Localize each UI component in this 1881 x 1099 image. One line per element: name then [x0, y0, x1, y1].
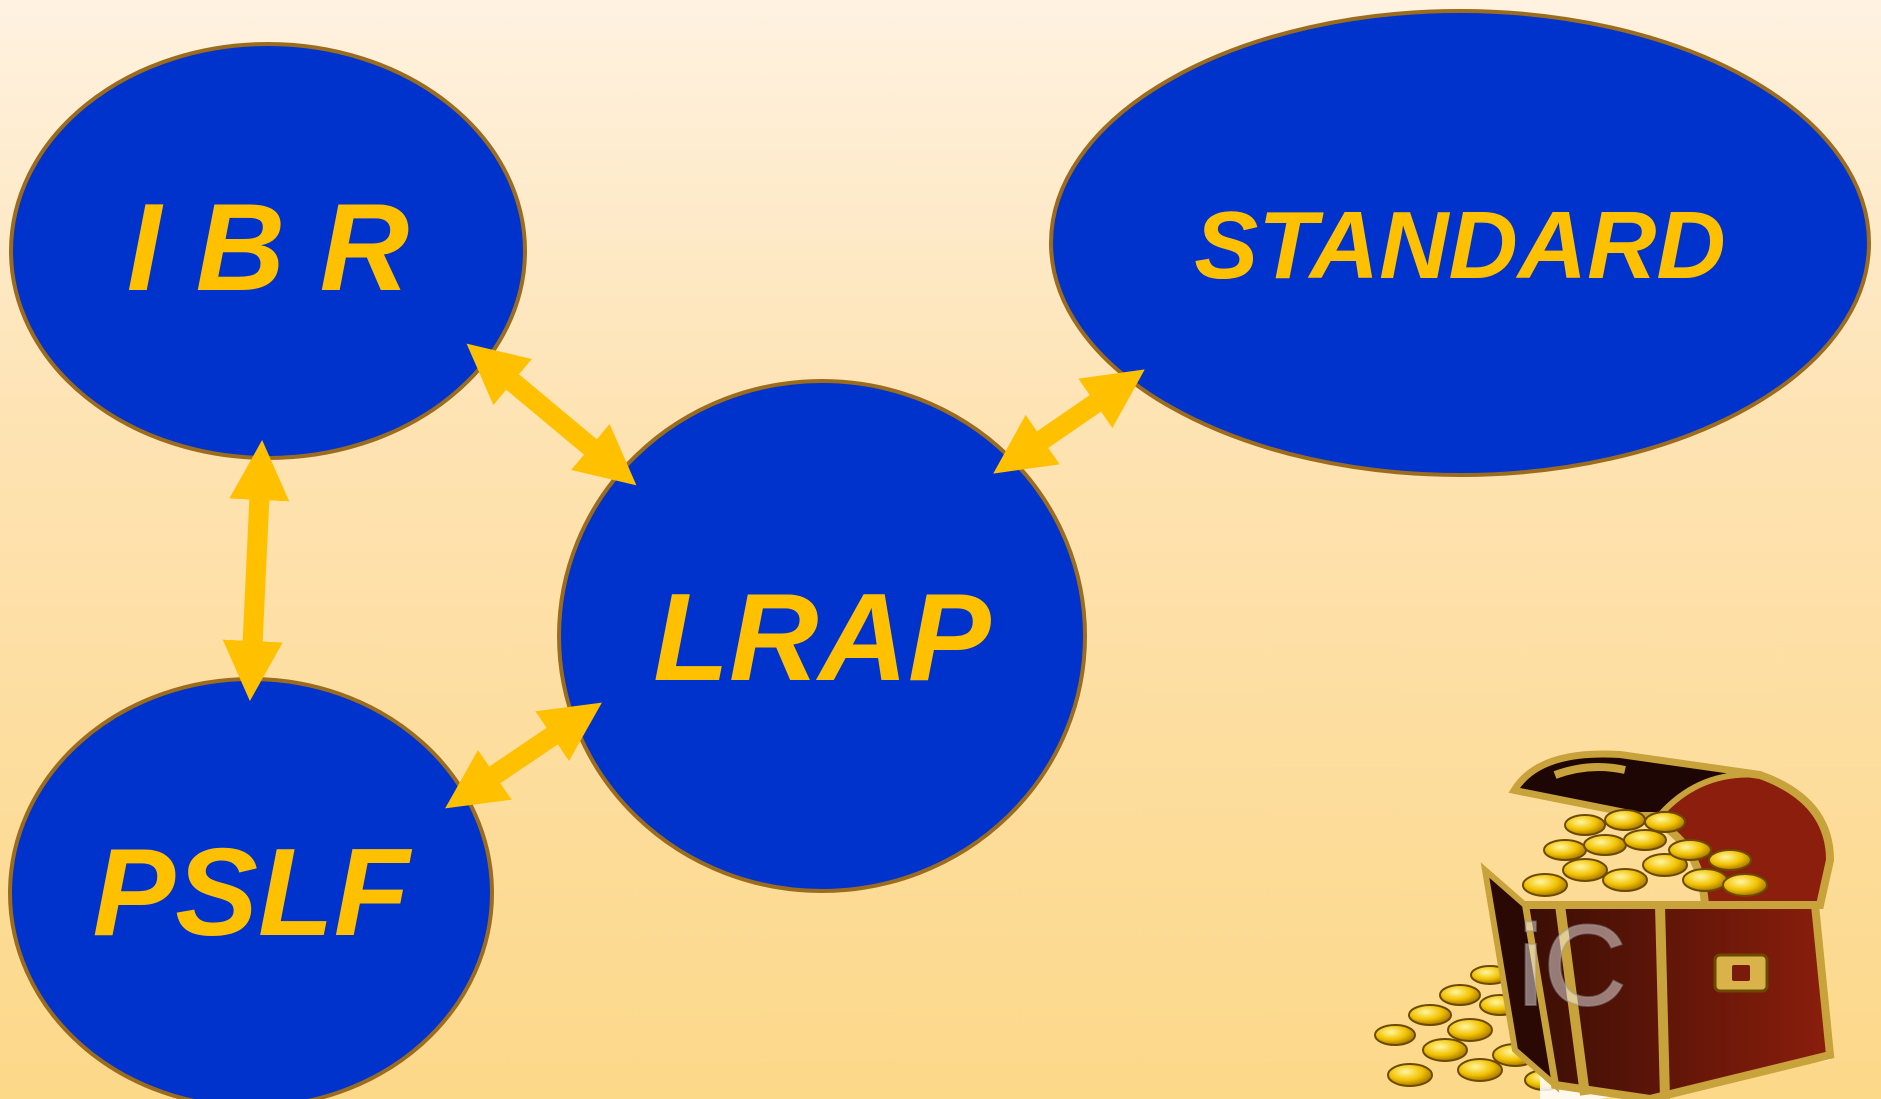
- node-lrap: [557, 379, 1087, 893]
- arrow-lrap-pslf: [445, 702, 602, 809]
- arrow-ibr-pslf: [222, 440, 290, 701]
- watermark: iC: [1518, 902, 1627, 1030]
- node-label-lrap: LRAP: [653, 569, 991, 707]
- arrow-lrap-standard: [993, 369, 1145, 474]
- node-label-ibr: I B R: [127, 179, 409, 317]
- gold-coins-heap: [1522, 809, 1768, 897]
- arrow-ibr-lrap: [466, 343, 637, 486]
- node-standard: [1049, 9, 1871, 477]
- treasure-chest-icon: iC: [1374, 750, 1835, 1099]
- node-label-standard: STANDARD: [1194, 192, 1726, 299]
- node-label-pslf: PSLF: [93, 824, 413, 962]
